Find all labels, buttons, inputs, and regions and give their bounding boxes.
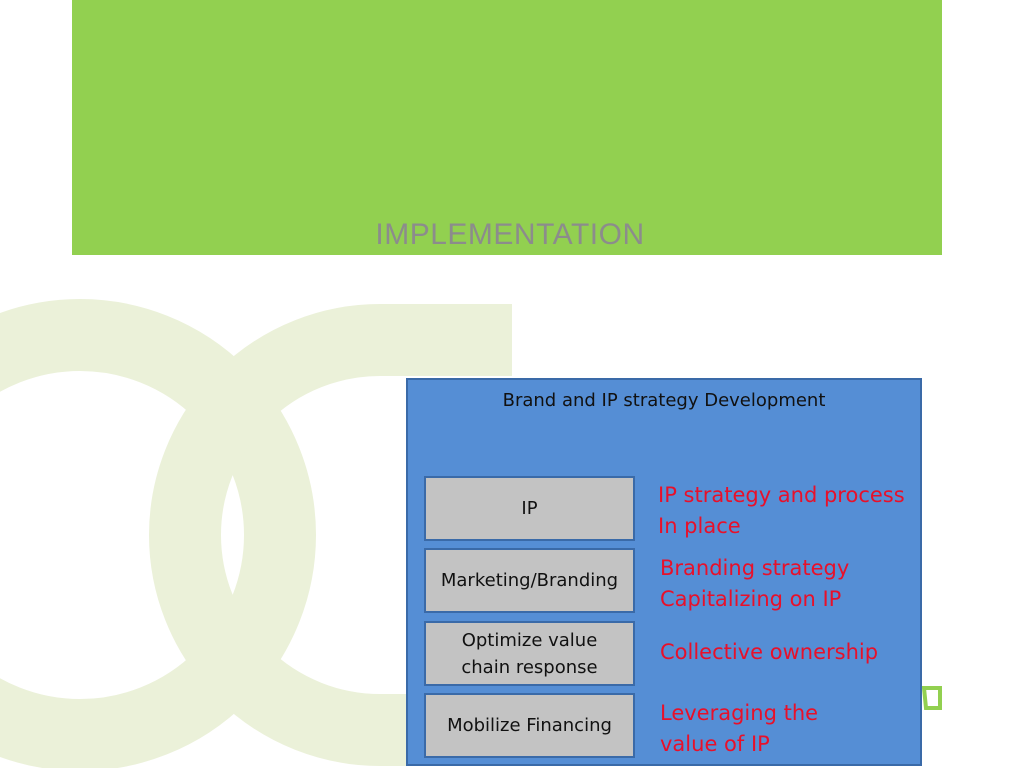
watermark-c-shape <box>149 304 512 766</box>
step-label: chain response <box>461 656 598 678</box>
outcome-optimize-value-chain: Collective ownership <box>660 637 920 668</box>
step-label: Marketing/Branding <box>440 570 619 591</box>
step-label: IP <box>521 498 538 519</box>
outcome-line: value of IP <box>660 732 770 756</box>
step-box-optimize-value-chain: Optimize value chain response <box>424 621 635 686</box>
step-box-marketing-branding: Marketing/Branding <box>424 548 635 613</box>
step-box-mobilize-financing: Mobilize Financing <box>424 693 635 758</box>
step-label: Optimize value <box>461 629 598 651</box>
outcome-mobilize-financing: Leveraging the value of IP <box>660 698 920 760</box>
strategy-diagram: Brand and IP strategy Development IP IP … <box>406 378 922 766</box>
outcome-line: IP strategy and process <box>658 483 905 507</box>
step-box-ip: IP <box>424 476 635 541</box>
outcome-line: Collective ownership <box>660 640 879 664</box>
page-title: IMPLEMENTATION <box>375 218 645 251</box>
watermark-accent-glyph <box>921 686 942 710</box>
outcome-marketing-branding: Branding strategy Capitalizing on IP <box>660 553 920 615</box>
outcome-line: In place <box>658 514 741 538</box>
header-banner: IMPLEMENTATION <box>72 0 942 255</box>
outcome-line: Leveraging the <box>660 701 819 725</box>
outcome-line: Capitalizing on IP <box>660 587 842 611</box>
outcome-ip: IP strategy and process In place <box>658 480 918 542</box>
outcome-line: Branding strategy <box>660 556 850 580</box>
watermark-ring-left <box>0 299 316 768</box>
diagram-title: Brand and IP strategy Development <box>502 390 826 411</box>
step-label: Mobilize Financing <box>447 715 612 736</box>
